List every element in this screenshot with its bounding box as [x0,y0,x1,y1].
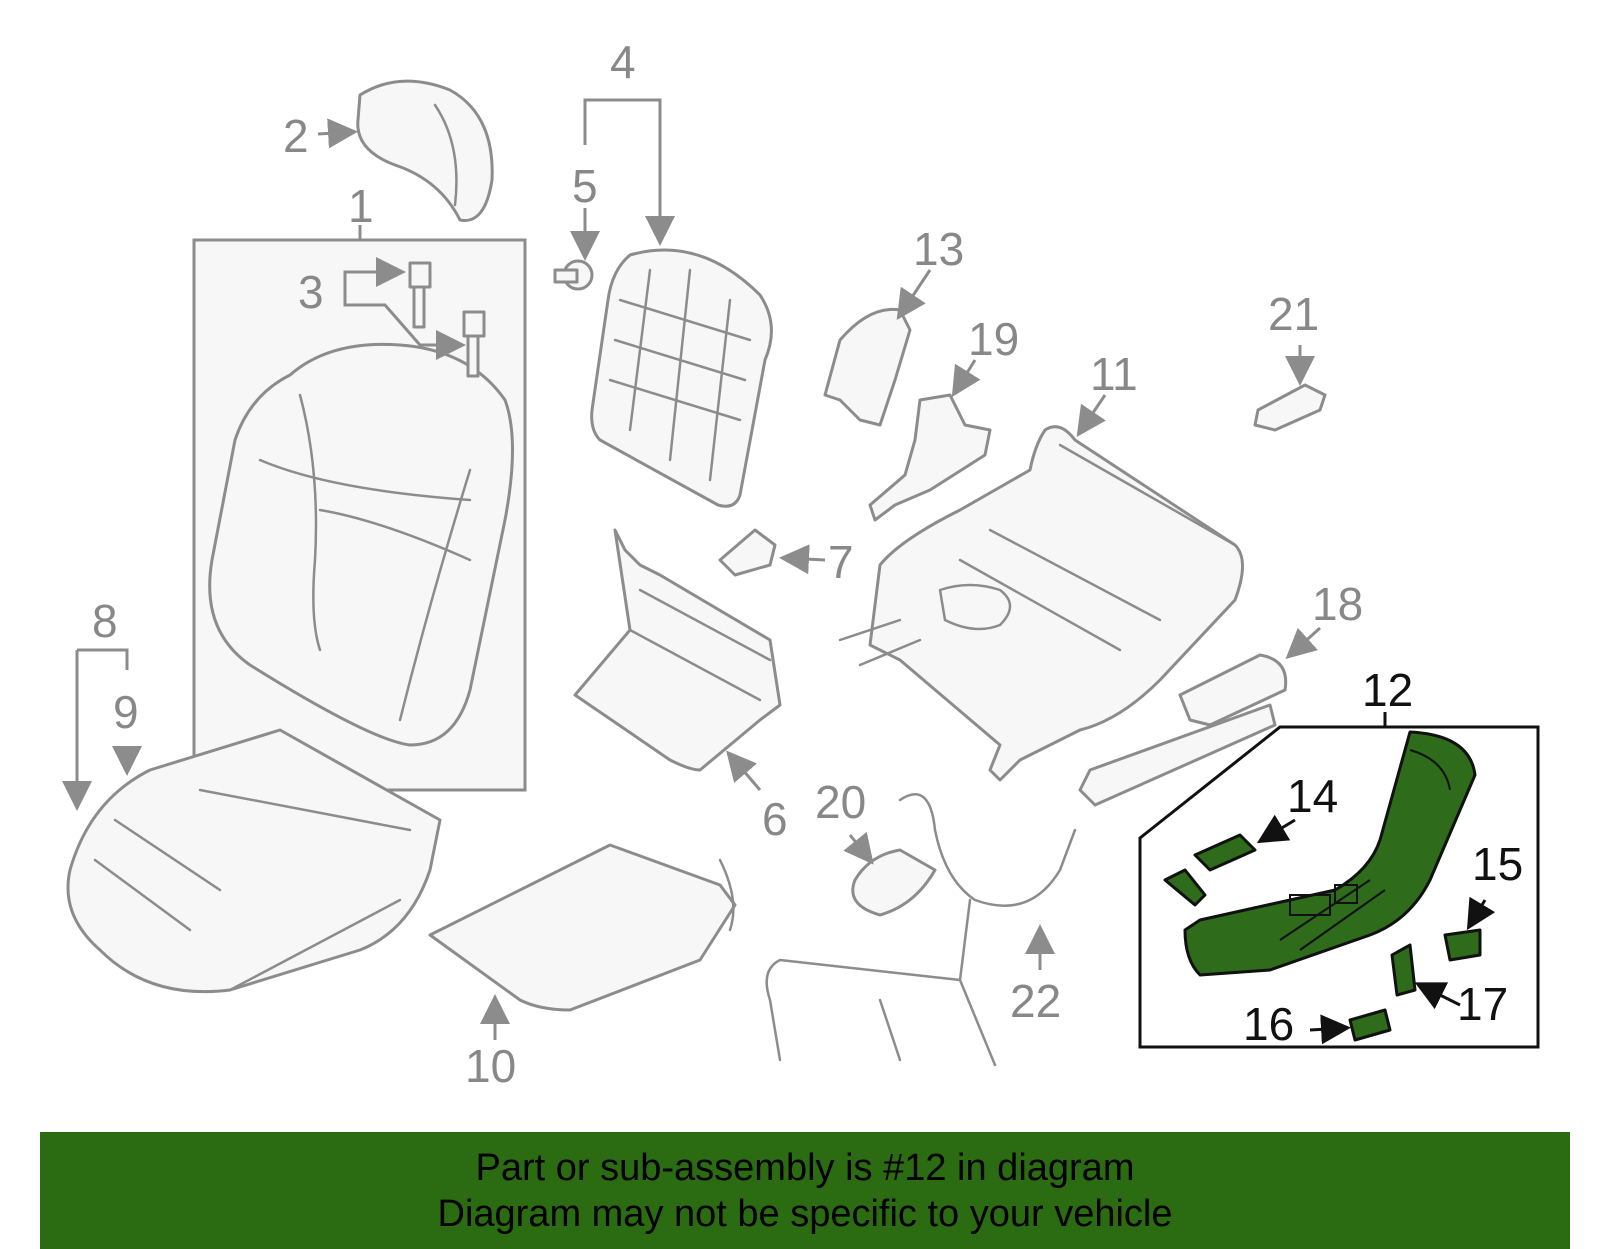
parts-diagram: 1 2 3 4 5 6 7 8 9 10 11 12 13 14 15 16 1… [62,36,1540,1092]
callout-18: 18 [1312,578,1363,630]
callout-13: 13 [913,223,964,275]
callout-3: 3 [298,266,324,318]
switch-assembly [1163,814,1296,907]
trim-cover [823,269,932,427]
side-bracket [868,359,992,522]
banner-line-2: Diagram may not be specific to your vehi… [437,1192,1173,1235]
switch-knob [843,831,937,917]
callout-1: 1 [348,180,374,232]
seat-frame [838,394,1244,782]
cushion-pan [428,843,737,1040]
callout-21: 21 [1268,288,1319,340]
seat-back-panel [573,528,782,791]
callout-2: 2 [283,110,309,162]
callout-20: 20 [815,776,866,828]
small-bracket [718,528,826,577]
callout-8: 8 [92,595,118,647]
callout-19: 19 [968,313,1019,365]
callout-6: 6 [762,793,788,845]
callout-14: 14 [1287,770,1338,822]
callout-15: 15 [1472,838,1523,890]
seat-back-frame [583,98,773,508]
wire-harness [765,793,1077,1067]
bushing [553,208,600,291]
callout-17: 17 [1457,978,1508,1030]
banner-line-1: Part or sub-assembly is #12 in diagram [475,1146,1135,1189]
headrest [317,79,494,222]
callout-16: 16 [1243,998,1294,1050]
info-banner: Part or sub-assembly is #12 in diagram D… [40,1132,1570,1249]
seat-rail-cover [1078,626,1322,807]
callout-5: 5 [572,160,598,212]
callout-7: 7 [828,536,854,588]
seat-cushion [62,648,442,994]
callout-12: 12 [1362,664,1413,716]
highlighted-subassembly-box [1138,712,1540,1049]
callout-4: 4 [610,36,636,88]
callout-10: 10 [465,1040,516,1092]
callout-22: 22 [1010,975,1061,1027]
callout-11: 11 [1090,348,1138,400]
clip [1253,345,1327,432]
small-knobs [1309,896,1496,1045]
callout-9: 9 [113,686,139,738]
bolt-pair [343,257,486,378]
